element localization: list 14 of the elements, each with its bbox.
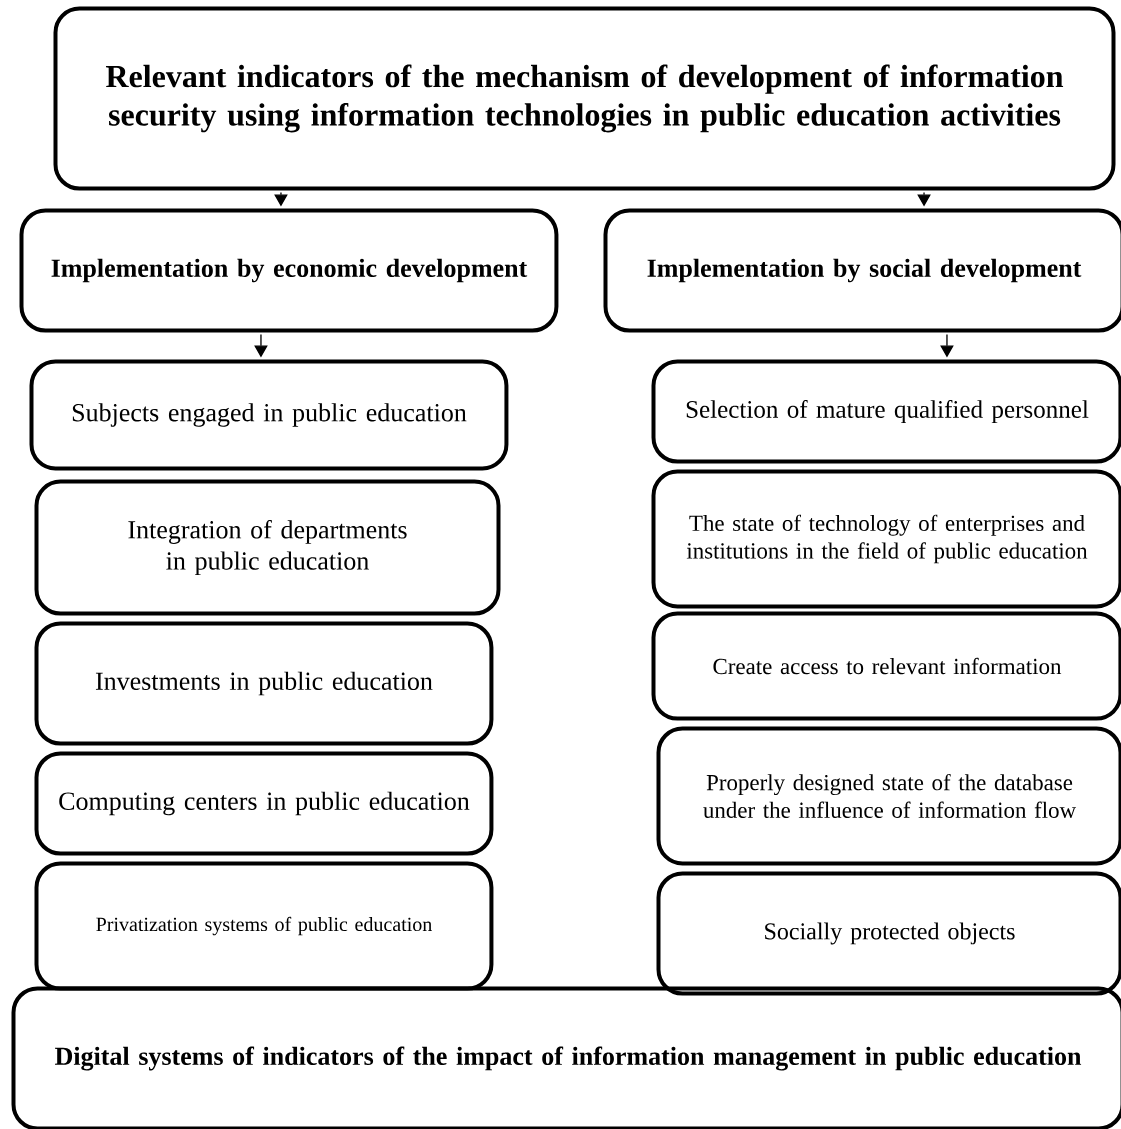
title-box: Relevant indicators of the mechanism of development of information security using information technologies in public education activities	[53, 6, 1116, 191]
item-box: Privatization systems of public education	[34, 861, 494, 991]
item-box: Socially protected objects	[656, 871, 1121, 996]
item-box: Integration of departments in public education	[34, 479, 501, 616]
item-box: Properly designed state of the database under the influence of information flow	[656, 726, 1121, 866]
item-box: Computing centers in public education	[34, 751, 494, 856]
item-box: Investments in public education	[34, 621, 494, 746]
category-box: Implementation by economic development	[19, 208, 559, 333]
category-box: Implementation by social development	[603, 208, 1121, 333]
summary-box: Digital systems of indicators of the impact of information management in public education	[11, 986, 1121, 1129]
item-box: Create access to relevant information	[651, 611, 1121, 721]
item-box: Subjects engaged in public education	[29, 359, 509, 471]
item-box: Selection of mature qualified personnel	[651, 359, 1121, 464]
item-box: The state of technology of enterprises and institutions in the field of public education	[651, 469, 1121, 609]
